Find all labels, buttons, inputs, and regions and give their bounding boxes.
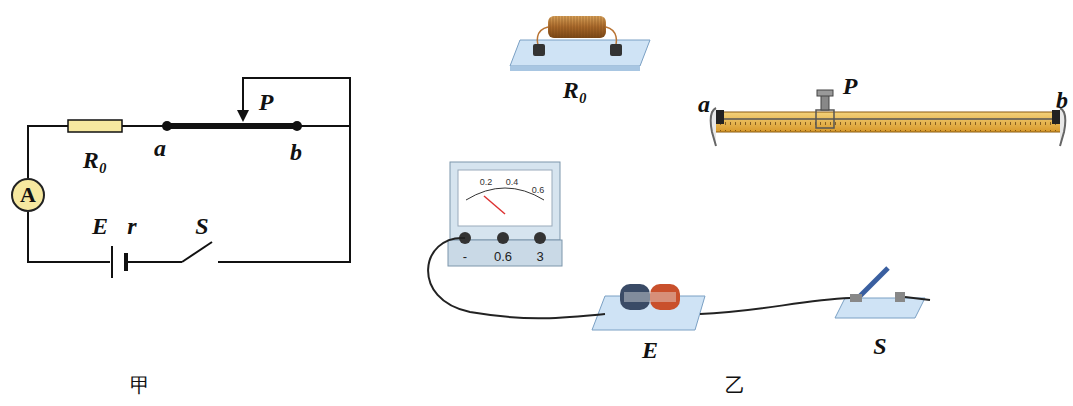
battery-symbol — [124, 253, 128, 271]
scale-label: 0.6 — [532, 186, 545, 195]
terminal-dot — [292, 121, 302, 131]
schematic-wires — [28, 78, 350, 262]
wire — [700, 298, 850, 314]
part-label: E — [642, 338, 658, 362]
slider-arrow — [237, 110, 249, 122]
figure-caption: 甲 — [130, 375, 150, 395]
figure-caption: 乙 — [725, 375, 745, 395]
wire — [905, 297, 930, 300]
part-label: E — [92, 214, 108, 238]
slide-wire-rheostat — [711, 90, 1066, 146]
part-label: a — [154, 136, 166, 160]
node-label: A — [20, 182, 36, 208]
ammeter-symbol: A — [11, 178, 45, 212]
scale-label: - — [463, 250, 467, 263]
part-label: R₀ — [563, 78, 587, 102]
slide-wire — [167, 123, 297, 129]
scale-label: 0.6 — [494, 250, 512, 263]
resistor-part — [510, 16, 650, 71]
part-label: P — [259, 90, 274, 114]
part-label: S — [195, 214, 208, 238]
part-label: b — [1056, 88, 1068, 112]
scale-label: 3 — [536, 250, 543, 263]
part-label: b — [290, 140, 302, 164]
scale-label: 0.4 — [506, 178, 519, 187]
scale-label: 0.2 — [480, 178, 493, 187]
part-label: a — [698, 92, 710, 116]
part-label: r — [127, 214, 136, 238]
part-label: R₀ — [83, 148, 107, 172]
part-label: P — [843, 74, 858, 98]
resistor-symbol — [68, 120, 122, 132]
part-label: S — [873, 334, 886, 358]
battery-symbol — [111, 246, 113, 278]
ammeter-part — [448, 162, 562, 266]
terminal-dot — [162, 121, 172, 131]
battery-part — [592, 284, 705, 330]
wire — [428, 238, 605, 318]
switch-part — [835, 268, 925, 318]
